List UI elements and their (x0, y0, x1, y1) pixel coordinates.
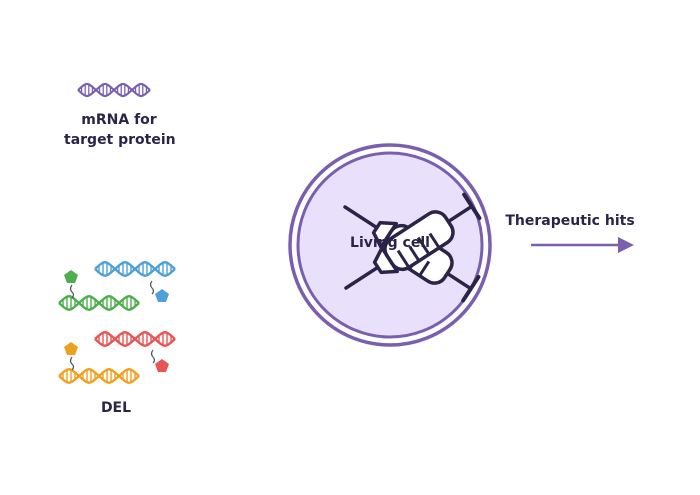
mrna-label: mRNA for target protein (64, 110, 176, 150)
del-library-icon (57, 260, 177, 385)
mrna-label-line2: target protein (64, 132, 176, 148)
del-label: DEL (100, 400, 132, 416)
mrna-strand-icon (76, 82, 152, 98)
therapeutic-hits-label: Therapeutic hits (505, 213, 635, 229)
mrna-label-line1: mRNA for (81, 112, 157, 128)
cell-label: Living cell (350, 235, 430, 251)
arrow-right-icon (531, 237, 634, 253)
